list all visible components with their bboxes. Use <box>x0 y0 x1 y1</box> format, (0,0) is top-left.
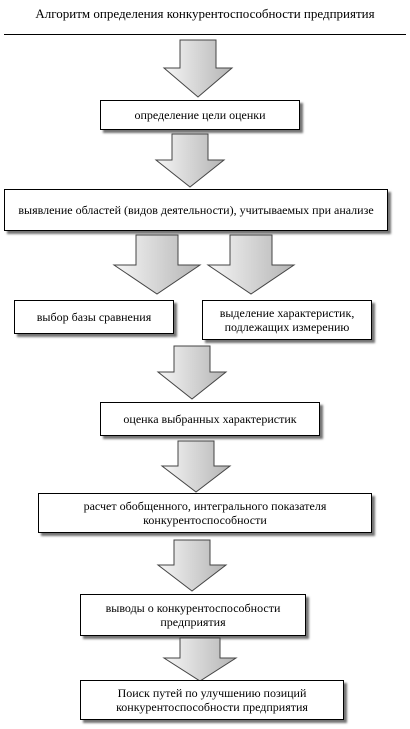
down-arrow-1 <box>162 39 234 98</box>
down-arrow-4 <box>156 345 228 400</box>
step-search-label: Поиск путей по улучшению позиций конкуре… <box>116 686 308 714</box>
step-evaluation-box: оценка выбранных характеристик <box>100 402 320 436</box>
down-arrow-2 <box>154 133 226 188</box>
step-base-label: выбор базы сравнения <box>36 310 152 324</box>
step-calculation-box: расчет обобщенного, интегрального показа… <box>38 493 372 533</box>
title-underline <box>4 34 406 35</box>
down-arrow-3-left <box>112 234 202 295</box>
down-arrow-5 <box>160 440 232 493</box>
step-conclusions-label: выводы о конкурентоспособности предприят… <box>105 601 281 629</box>
step-characteristics-box: выделение характеристик, подлежащих изме… <box>202 300 372 340</box>
step-areas-box: выявление областей (видов деятельности),… <box>4 189 388 231</box>
down-arrow-3-right <box>206 234 296 295</box>
step-characteristics-label: выделение характеристик, подлежащих изме… <box>219 306 355 334</box>
step-conclusions-box: выводы о конкурентоспособности предприят… <box>80 594 306 636</box>
step-calculation-label: расчет обобщенного, интегрального показа… <box>83 499 327 527</box>
step-goal-label: определение цели оценки <box>134 108 266 122</box>
step-areas-label: выявление областей (видов деятельности),… <box>18 203 374 217</box>
step-base-box: выбор базы сравнения <box>14 300 174 334</box>
step-goal-box: определение цели оценки <box>100 100 300 130</box>
step-evaluation-label: оценка выбранных характеристик <box>123 412 297 426</box>
down-arrow-6 <box>156 539 228 592</box>
diagram-title: Алгоритм определения конкурентоспособнос… <box>35 6 375 21</box>
down-arrow-7 <box>162 637 238 682</box>
step-search-box: Поиск путей по улучшению позиций конкуре… <box>80 680 344 720</box>
